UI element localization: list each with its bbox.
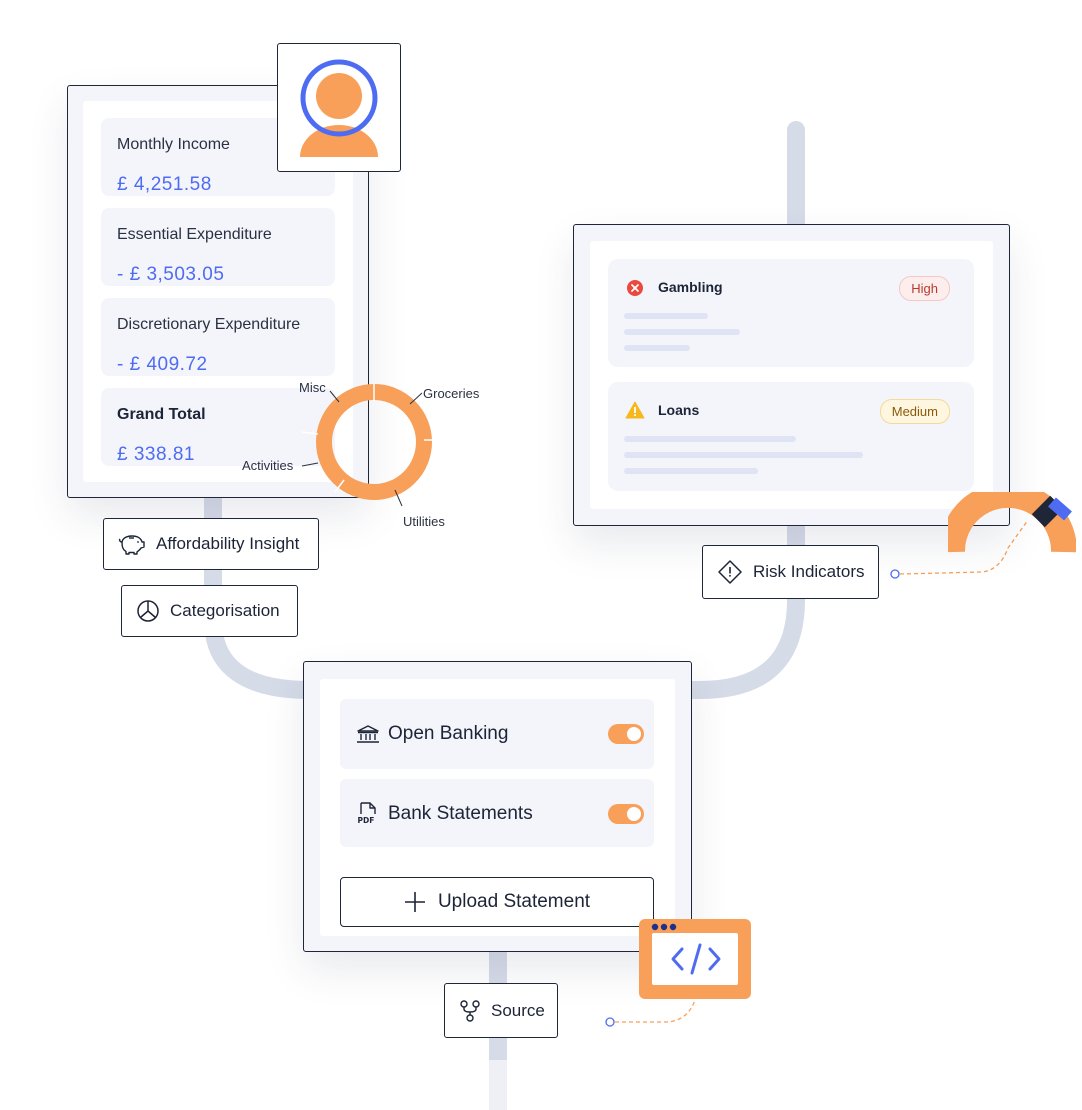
- finance-item-label: Essential Expenditure: [117, 226, 272, 243]
- toggle-knob: [627, 727, 641, 741]
- risk-indicators-label: Risk Indicators: [702, 545, 879, 599]
- finance-item-grand-total: Grand Total £ 338.81: [101, 388, 335, 466]
- toggle-knob: [627, 807, 641, 821]
- donut-sep: [301, 431, 319, 435]
- skeleton-line: [624, 436, 796, 442]
- gauge-connector-dot: [890, 569, 900, 579]
- open-banking-toggle[interactable]: [608, 724, 644, 744]
- plus-icon: [404, 892, 425, 912]
- risk-title: Gambling: [658, 279, 723, 295]
- donut-leader-groceries: [409, 392, 423, 405]
- gauge-dotted-line: [899, 519, 1029, 575]
- source-label: Bank Statements: [388, 803, 533, 824]
- source-card-inner: Open Banking PDF Bank Statements Upload …: [320, 679, 675, 936]
- donut-leader-utilities: [394, 489, 403, 507]
- finance-item-essential-expenditure: Essential Expenditure - £ 3,503.05: [101, 208, 335, 286]
- gauge-arc-orange: [948, 492, 1053, 553]
- code-connector-dot: [605, 1017, 615, 1027]
- skeleton-line: [624, 452, 863, 458]
- finance-item-value: £ 4,251.58: [117, 174, 212, 195]
- code-icon: [671, 943, 721, 975]
- finance-item-label: Grand Total: [117, 406, 206, 423]
- risk-card: Gambling High Loans Medium: [573, 224, 1010, 526]
- skeleton-line: [624, 345, 690, 351]
- source-row-bank-statements[interactable]: PDF Bank Statements: [340, 779, 654, 847]
- skeleton-line: [624, 313, 708, 319]
- window-dots-icon: [651, 923, 677, 931]
- upload-statement-button[interactable]: Upload Statement: [340, 877, 654, 927]
- risk-badge-high: High: [899, 276, 950, 301]
- svg-text:PDF: PDF: [358, 816, 375, 825]
- donut-leader-misc: [329, 390, 340, 403]
- code-window: [639, 919, 751, 999]
- finance-item-label: Monthly Income: [117, 136, 230, 153]
- finance-item-discretionary-expenditure: Discretionary Expenditure - £ 409.72: [101, 298, 335, 376]
- source-text: Source: [491, 1000, 545, 1020]
- risk-indicators-text: Risk Indicators: [753, 562, 865, 581]
- risk-title: Loans: [658, 402, 700, 418]
- affordability-insight-text: Affordability Insight: [156, 534, 300, 553]
- skeleton-line: [624, 329, 740, 335]
- risk-item-loans: Loans Medium: [608, 382, 974, 491]
- pie-chart-icon: [137, 600, 159, 622]
- git-branch-icon: [460, 999, 480, 1022]
- warning-icon: [625, 401, 645, 419]
- donut-label-utilities: Utilities: [403, 514, 445, 529]
- donut-label-groceries: Groceries: [423, 386, 480, 401]
- pdf-file-icon: PDF: [358, 802, 376, 825]
- risk-gauge: [948, 492, 1076, 553]
- finance-item-label: Discretionary Expenditure: [117, 316, 301, 333]
- categorisation-text: Categorisation: [170, 601, 280, 620]
- affordability-insight-label: Affordability Insight: [103, 518, 319, 570]
- gauge-marker-blue: [1048, 497, 1072, 521]
- upload-statement-label: Upload Statement: [437, 891, 591, 912]
- user-avatar-icon: [300, 59, 378, 157]
- source-card: Open Banking PDF Bank Statements Upload …: [303, 661, 692, 952]
- source-row-open-banking[interactable]: Open Banking: [340, 699, 654, 769]
- donut-label-misc: Misc: [299, 380, 326, 395]
- donut-label-activities: Activities: [242, 458, 294, 473]
- finance-item-value: £ 338.81: [117, 444, 195, 465]
- warning-diamond-icon: [718, 560, 742, 584]
- piggy-bank-icon: [118, 535, 145, 555]
- gauge-needle-dark: [1031, 495, 1064, 528]
- donut-leader-activities: [301, 462, 319, 467]
- connector-right-curve: [690, 520, 805, 699]
- risk-item-gambling: Gambling High: [608, 259, 974, 367]
- finance-item-value: - £ 3,503.05: [117, 264, 225, 285]
- source-label-pill: Source: [444, 983, 558, 1038]
- skeleton-line: [624, 468, 758, 474]
- donut-sep: [334, 479, 345, 493]
- error-icon: [627, 280, 643, 296]
- categorisation-label: Categorisation: [121, 585, 298, 637]
- bank-statements-toggle[interactable]: [608, 804, 644, 824]
- risk-badge-medium: Medium: [879, 399, 950, 424]
- finance-item-value: - £ 409.72: [117, 354, 208, 375]
- code-window-screen: [652, 933, 738, 985]
- donut-separators: [301, 384, 440, 493]
- code-dotted-line: [615, 999, 696, 1023]
- risk-card-inner: Gambling High Loans Medium: [590, 241, 993, 509]
- bank-icon: [357, 725, 379, 743]
- source-label: Open Banking: [388, 723, 509, 744]
- category-donut: [301, 384, 440, 507]
- avatar: [277, 43, 401, 172]
- donut-ring: [316, 384, 432, 500]
